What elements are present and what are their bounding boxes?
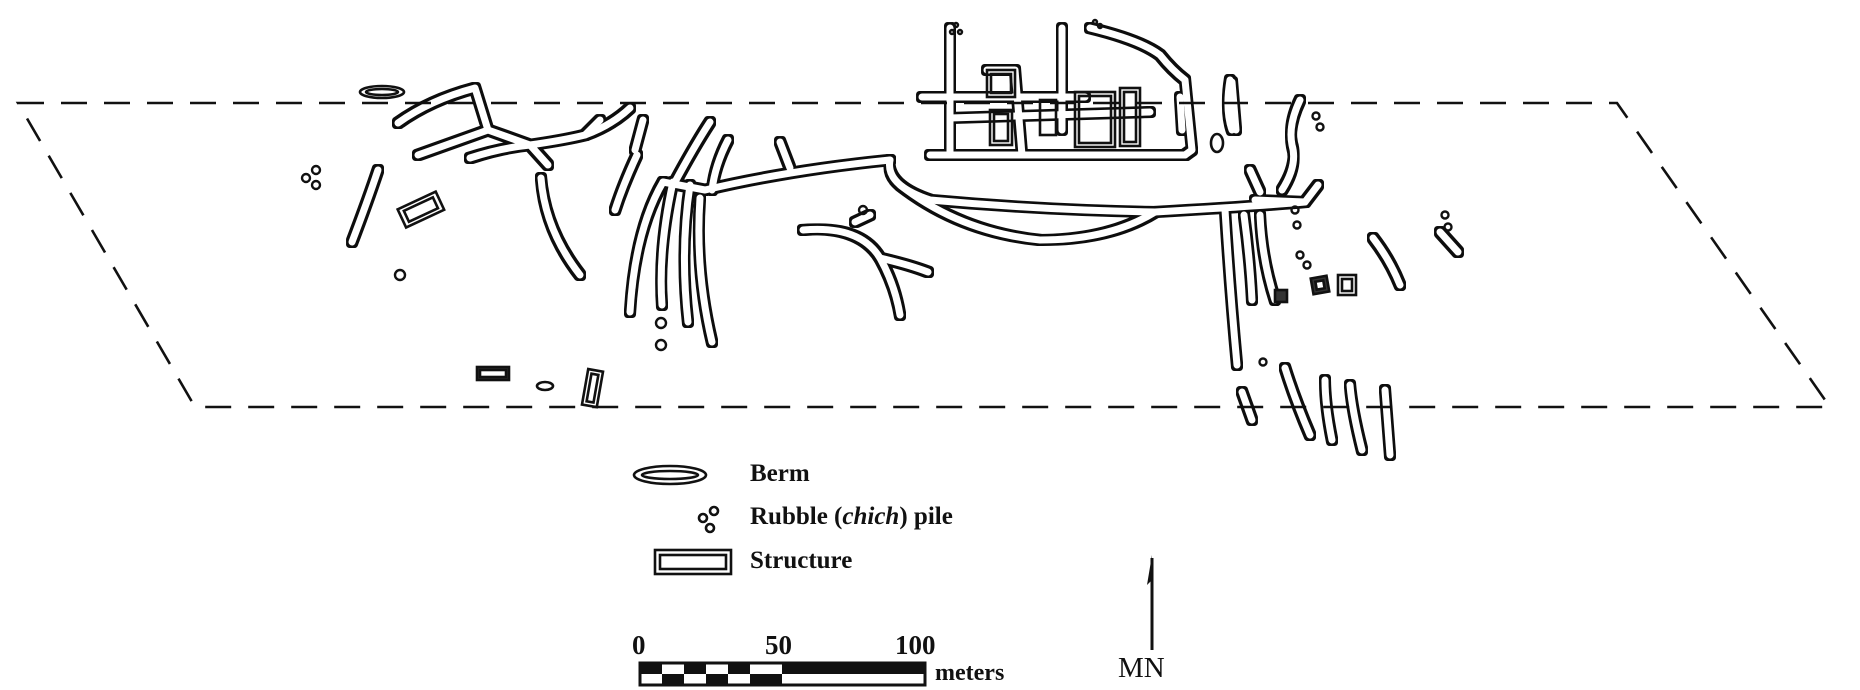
berm: [695, 194, 716, 346]
berm: [1278, 96, 1304, 194]
berm: [799, 225, 932, 276]
berm: [1321, 376, 1336, 444]
berm: [1221, 206, 1241, 369]
berm: [348, 166, 382, 246]
legend-symbols: [632, 464, 733, 576]
structure: [1073, 90, 1117, 149]
legend-structure-symbol: [653, 548, 733, 576]
berm: [1381, 386, 1394, 459]
berm: [776, 138, 794, 172]
berm: [1238, 388, 1256, 424]
berm: [1240, 211, 1256, 304]
berm: [1086, 24, 1196, 159]
structure: [988, 108, 1014, 147]
legend-berm-symbol: [632, 464, 708, 486]
berm: [876, 254, 904, 319]
structure: [1309, 274, 1331, 296]
berm: [851, 211, 874, 226]
legend-berm-label: Berm: [750, 460, 810, 487]
berm: [414, 126, 492, 159]
berm: [1246, 166, 1264, 196]
berm: [946, 108, 1154, 122]
berm: [1251, 196, 1309, 206]
berm: [659, 156, 894, 194]
berm: [358, 84, 406, 100]
scale-tick-0: 0: [632, 630, 646, 660]
berm: [364, 87, 400, 97]
structures: [395, 68, 1358, 409]
berm: [1256, 211, 1279, 304]
berm-network: [348, 24, 1462, 459]
berm: [394, 84, 552, 169]
north-label: MN: [1118, 652, 1165, 684]
scale-unit: meters: [935, 660, 1005, 686]
berm: [886, 156, 1159, 216]
berm: [1346, 381, 1366, 454]
berm: [657, 178, 677, 309]
berm: [680, 181, 694, 326]
berm: [526, 104, 634, 149]
structure: [1038, 98, 1058, 137]
structure: [475, 365, 511, 382]
berm: [1176, 93, 1186, 134]
scale-bar: [638, 661, 927, 687]
isolated-berms: [358, 84, 1225, 392]
berm: [611, 151, 641, 214]
legend-rubble-symbol: [697, 512, 709, 524]
scale-tick-100: 100: [895, 630, 936, 660]
structure: [395, 189, 446, 230]
berm: [631, 116, 647, 154]
survey-area-boundary: [15, 101, 1833, 409]
rubble-piles: [300, 18, 1453, 367]
berm: [466, 141, 534, 162]
berm: [581, 116, 604, 139]
legend-structure-label: Structure: [750, 547, 853, 574]
scale-tick-50: 50: [765, 630, 792, 660]
north-arrow-icon: [1147, 555, 1154, 650]
berm: [626, 178, 667, 316]
structure: [1336, 273, 1358, 297]
structure: [1273, 288, 1289, 304]
berm: [1436, 228, 1462, 256]
berm: [1209, 132, 1225, 154]
structure: [985, 68, 1017, 99]
structure: [580, 367, 605, 409]
berm: [671, 118, 714, 186]
berm: [537, 174, 584, 279]
berm: [1281, 364, 1314, 439]
berm: [1228, 78, 1240, 134]
structure: [1118, 86, 1142, 148]
berm: [1369, 234, 1404, 289]
berm: [535, 380, 555, 392]
legend-rubble-label: Rubble (chich) pile: [750, 503, 953, 530]
berm: [896, 181, 1159, 244]
